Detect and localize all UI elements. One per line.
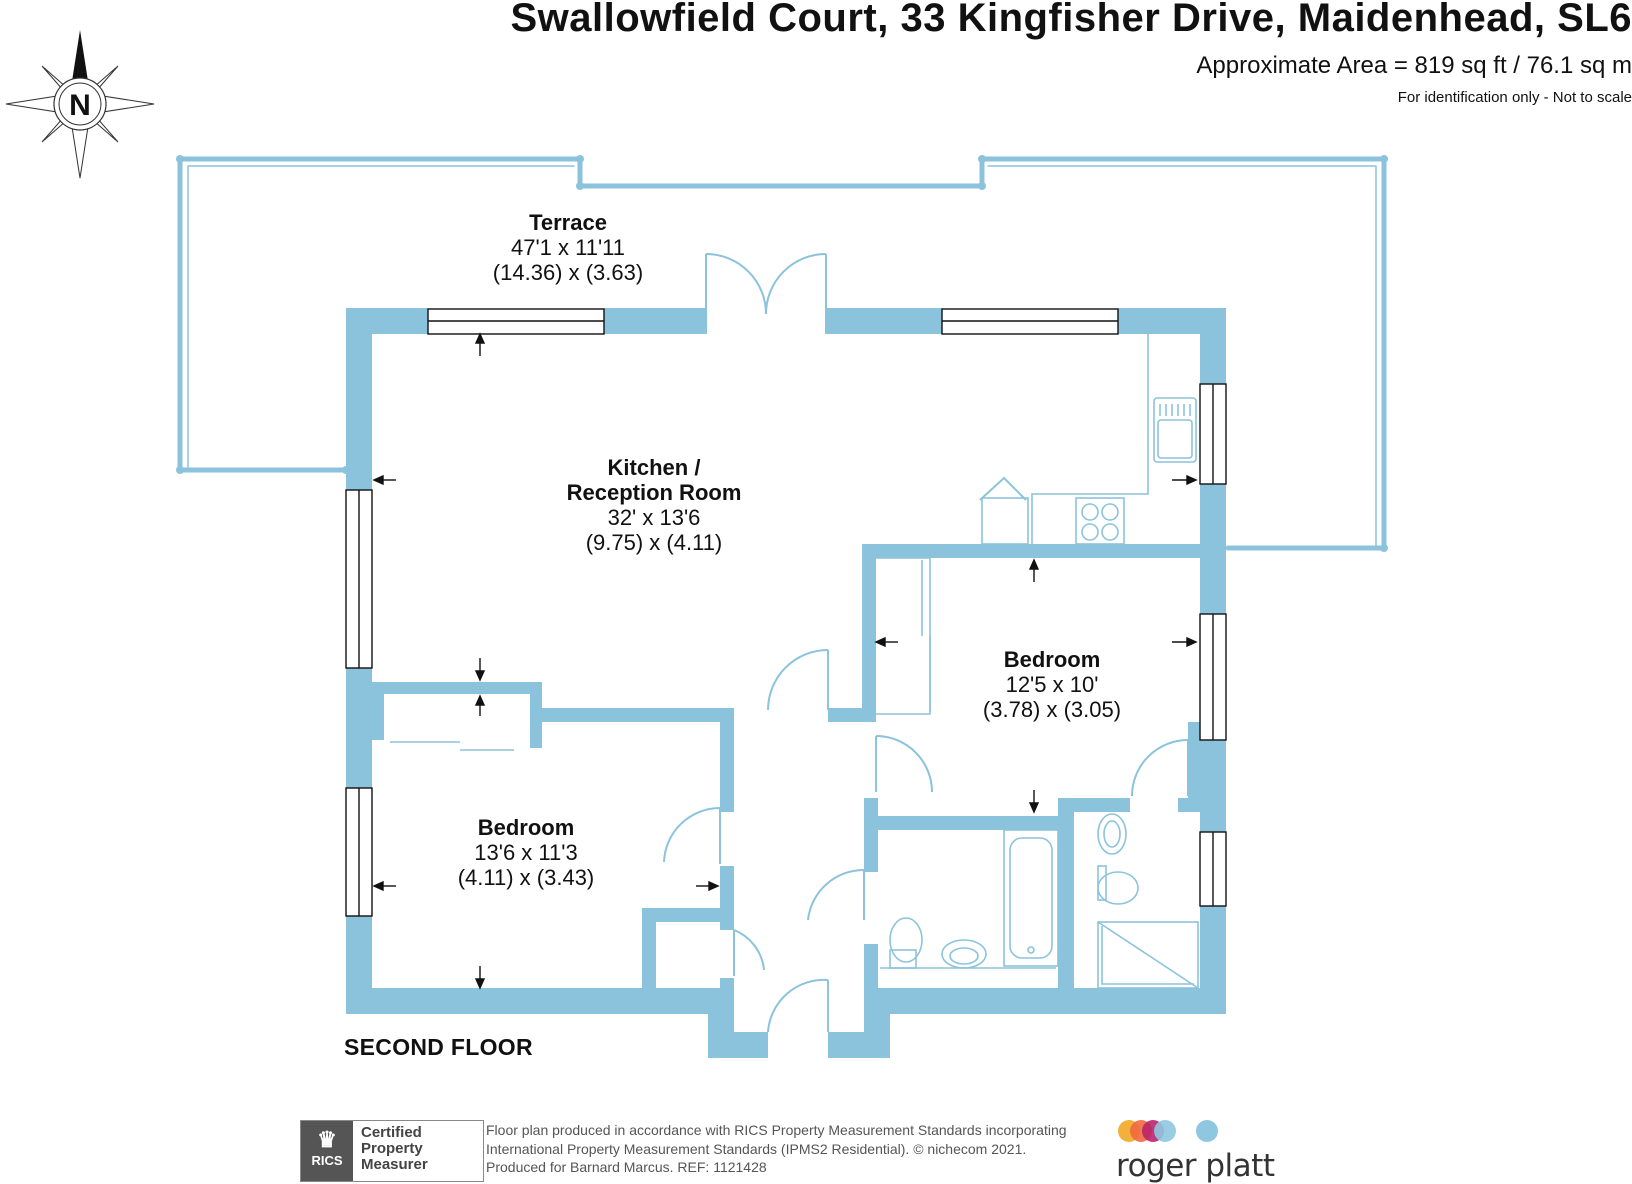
disclaimer-text: Floor plan produced in accordance with R…	[486, 1121, 1067, 1177]
room-size-imperial: 32' x 13'6	[607, 505, 701, 530]
windows	[345, 308, 1227, 917]
room-size-metric: (3.78) x (3.05)	[982, 697, 1122, 722]
room-size-imperial: 13'6 x 11'3	[474, 840, 578, 865]
brand-dot	[1154, 1120, 1176, 1142]
disclaimer-line: Floor plan produced in accordance with R…	[486, 1122, 1067, 1138]
room-size-metric: (9.75) x (4.11)	[585, 530, 723, 555]
toilet-icon	[1097, 865, 1139, 905]
room-size-metric: (14.36) x (3.63)	[492, 260, 644, 285]
property-title: Swallowfield Court, 33 Kingfisher Drive,…	[510, 0, 1632, 40]
basin-icon	[941, 939, 987, 969]
disclaimer-line: Produced for Barnard Marcus. REF: 112142…	[486, 1159, 767, 1175]
fixtures	[390, 334, 1199, 989]
identification-note: For identification only - Not to scale	[1397, 89, 1632, 106]
shower-icon	[1097, 921, 1199, 989]
room-name: Bedroom	[1003, 647, 1101, 672]
approximate-area: Approximate Area = 819 sq ft / 76.1 sq m	[1196, 52, 1632, 79]
rics-badge-line: Measurer	[361, 1156, 428, 1173]
hob-icon	[1075, 497, 1125, 545]
rics-badge-line: Certified	[361, 1124, 422, 1141]
toilet-icon	[889, 917, 923, 969]
measurement-arrows	[372, 332, 1198, 990]
brand-name: roger platt	[1116, 1148, 1275, 1184]
rics-badge-line: Property	[361, 1140, 423, 1157]
kitchen-sink-icon	[1153, 397, 1197, 463]
room-name: Kitchen /	[607, 455, 701, 480]
room-name: Reception Room	[566, 480, 742, 505]
walls	[346, 308, 1226, 1058]
room-size-imperial: 47'1 x 11'11	[510, 235, 625, 260]
doors	[663, 253, 1189, 1033]
brand-dot	[1196, 1120, 1218, 1142]
room-name: Bedroom	[477, 815, 575, 840]
room-size-metric: (4.11) x (3.43)	[457, 865, 595, 890]
room-name: Terrace	[529, 210, 607, 235]
rics-certified-badge: ♛ RICS Certified Property Measurer	[300, 1120, 484, 1182]
disclaimer-line: International Property Measurement Stand…	[486, 1140, 1027, 1157]
room-label-kitchen: Kitchen / Reception Room 32' x 13'6 (9.7…	[567, 455, 742, 555]
room-label-bedroom-right: Bedroom 12'5 x 10' (3.78) x (3.05)	[983, 647, 1121, 722]
rics-logo-text: RICS	[311, 1153, 343, 1168]
rics-emblem-icon: ♛	[317, 1127, 337, 1152]
rics-logo: ♛ RICS	[301, 1121, 353, 1181]
bath-icon	[1003, 829, 1059, 967]
compass-label: N	[69, 89, 91, 122]
room-size-imperial: 12'5 x 10'	[1005, 672, 1099, 697]
room-label-terrace: Terrace 47'1 x 11'11 (14.36) x (3.63)	[493, 210, 643, 285]
brand-logo: roger platt	[1116, 1118, 1275, 1184]
room-label-bedroom-left: Bedroom 13'6 x 11'3 (4.11) x (3.43)	[458, 815, 595, 890]
compass-icon: N	[5, 30, 155, 179]
floor-label: SECOND FLOOR	[344, 1034, 533, 1060]
basin-icon	[1097, 813, 1127, 855]
